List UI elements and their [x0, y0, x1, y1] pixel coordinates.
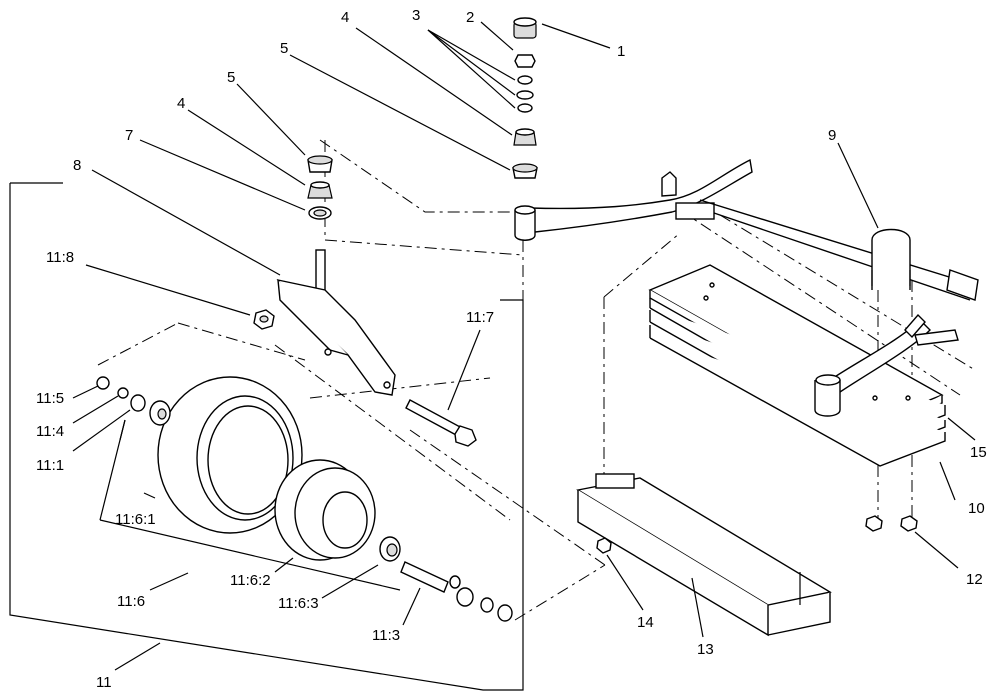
seal-part-7 [308, 206, 332, 220]
left-hub-parts [96, 376, 171, 426]
callout-5-top: 5 [280, 40, 288, 57]
callout-4-top: 4 [341, 9, 349, 26]
frame-arm [514, 158, 979, 301]
bolt-part-11-7 [405, 399, 477, 447]
callout-4-left: 4 [177, 95, 185, 112]
bearing-cup-part-5 [512, 163, 538, 179]
bearing-cone-left-part-4 [307, 181, 333, 199]
callout-12: 12 [966, 571, 983, 588]
tire-part-11-6-1 [157, 376, 303, 534]
washers-part-3 [516, 75, 534, 113]
cap-part-1 [513, 17, 537, 39]
callout-3: 3 [412, 7, 420, 24]
leader-lines [72, 21, 976, 671]
weight-plates-part-15 [648, 264, 946, 467]
rear-frame-arm [814, 313, 959, 417]
callout-2: 2 [466, 9, 474, 26]
callout-11-7: 11:7 [466, 309, 494, 326]
callout-10: 10 [968, 500, 985, 517]
bearing-cup-left-part-5 [307, 155, 333, 173]
callout-11-6-1: 11:6:1 [115, 511, 156, 528]
right-hub-parts [449, 575, 513, 622]
weight-bar-part-13 [576, 473, 832, 637]
callout-11-5: 11:5 [36, 390, 64, 407]
axle-spacer-part-11-3 [400, 561, 449, 593]
callout-5-left: 5 [227, 69, 235, 86]
nuts-part-12 [865, 515, 918, 532]
callout-11-3: 11:3 [372, 627, 400, 644]
assembly-11-outline [9, 182, 524, 691]
bearing-part-11-6-3 [379, 536, 401, 562]
callout-14: 14 [637, 614, 654, 631]
callout-15: 15 [970, 444, 987, 461]
callout-11-6-3: 11:6:3 [278, 595, 319, 612]
callout-11-4: 11:4 [36, 423, 64, 440]
callout-13: 13 [697, 641, 714, 658]
callout-9: 9 [828, 127, 836, 144]
nut-part-2 [514, 54, 536, 68]
callout-11-8: 11:8 [46, 249, 74, 266]
locknut-part-11-8 [253, 309, 275, 330]
callout-labels: 1 2 3 4 5 5 4 7 8 9 11:8 11:7 11:5 11:4 … [36, 7, 987, 691]
callout-8: 8 [73, 157, 81, 174]
callout-1: 1 [617, 43, 625, 60]
callout-11: 11 [96, 674, 112, 691]
callout-11-1: 11:1 [36, 457, 64, 474]
u-bolt-part-9 [871, 228, 911, 290]
nut-part-14 [596, 537, 612, 554]
caster-fork-part-8 [276, 249, 396, 396]
rim-part-11-6-2 [274, 459, 376, 561]
bearing-cone-part-4 [513, 128, 537, 146]
callout-11-6-2: 11:6:2 [230, 572, 271, 589]
callout-7: 7 [125, 127, 133, 144]
callout-11-6: 11:6 [117, 593, 145, 610]
